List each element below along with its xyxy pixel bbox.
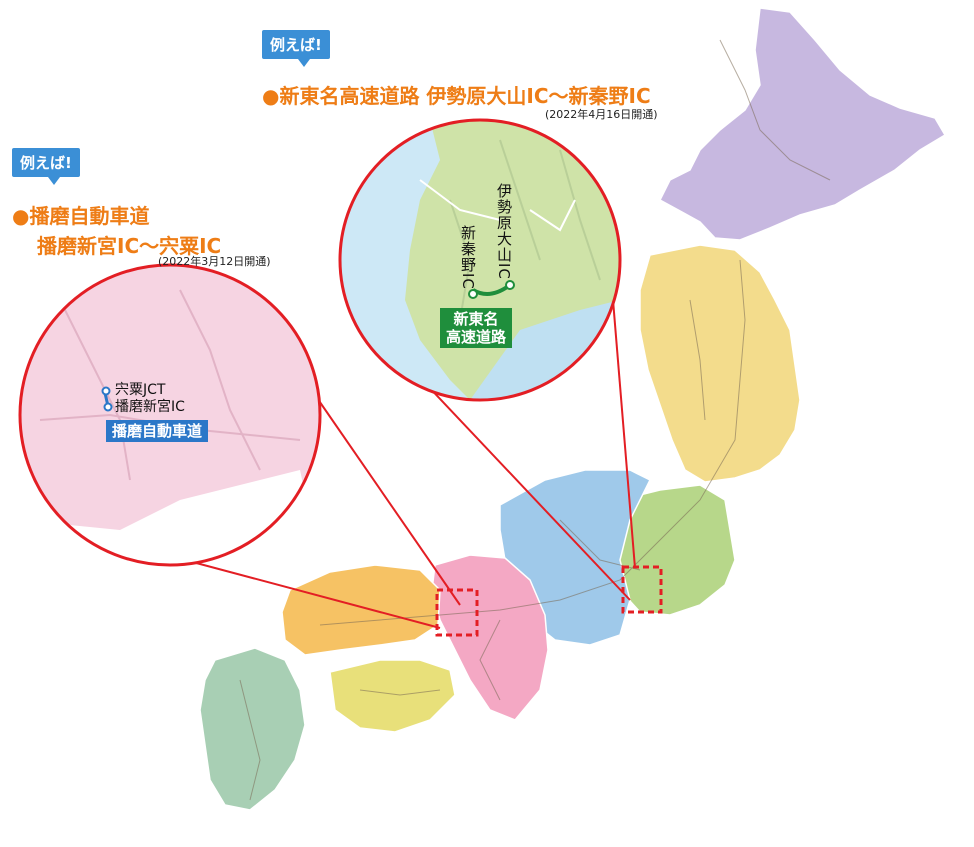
example-tag-top: 例えば! — [262, 30, 330, 67]
kinki-region — [431, 554, 549, 721]
callout-line-top-a — [612, 299, 636, 569]
harima-inset — [20, 265, 320, 565]
ic-label-shin-hadano: 新秦野IC — [459, 225, 477, 290]
shikoku-region — [329, 659, 456, 733]
jct-label-shiso: 宍粟JCT — [115, 382, 166, 398]
tohoku-region — [639, 244, 801, 483]
left-example-title: ●播磨自動車道 — [12, 200, 149, 229]
callout-line-top-b — [407, 364, 631, 601]
top-example-date: (2022年4月16日開通) — [545, 108, 658, 121]
top-example-title-text: 新東名高速道路 伊勢原大山IC～新秦野IC — [279, 84, 651, 108]
chugoku-region — [281, 564, 441, 656]
harima-road-chip: 播磨自動車道 — [106, 420, 209, 442]
left-example-date: (2022年3月12日開通) — [158, 255, 271, 268]
shintomei-chip-line1: 新東名 — [453, 310, 499, 328]
left-example-title-line1: 播磨自動車道 — [29, 204, 150, 228]
hokkaido-region — [659, 7, 947, 241]
highlight-box-harima — [435, 588, 479, 637]
shintomei-inset-border — [338, 118, 622, 402]
callout-line-left-a — [314, 394, 461, 606]
harima-inset-border — [18, 263, 322, 567]
shintomei-chip-line2: 高速道路 — [446, 328, 507, 346]
callout-line-left-b — [184, 559, 441, 629]
bullet-dot: ● — [262, 84, 280, 108]
ic-label-harima-shingu: 播磨新宮IC — [115, 399, 185, 415]
left-example-title-line2: 播磨新宮IC～宍粟IC — [37, 234, 222, 258]
ic-label-isehara-oyama: 伊勢原大山IC — [495, 183, 513, 280]
bullet-dot: ● — [12, 204, 30, 228]
example-tag-left: 例えば! — [12, 148, 80, 185]
shintomei-road-chip: 新東名 高速道路 — [440, 308, 513, 348]
highlight-box-shintomei — [621, 565, 663, 614]
top-example-title: ●新東名高速道路 伊勢原大山IC～新秦野IC — [262, 80, 651, 109]
shintomei-inset — [340, 120, 620, 400]
